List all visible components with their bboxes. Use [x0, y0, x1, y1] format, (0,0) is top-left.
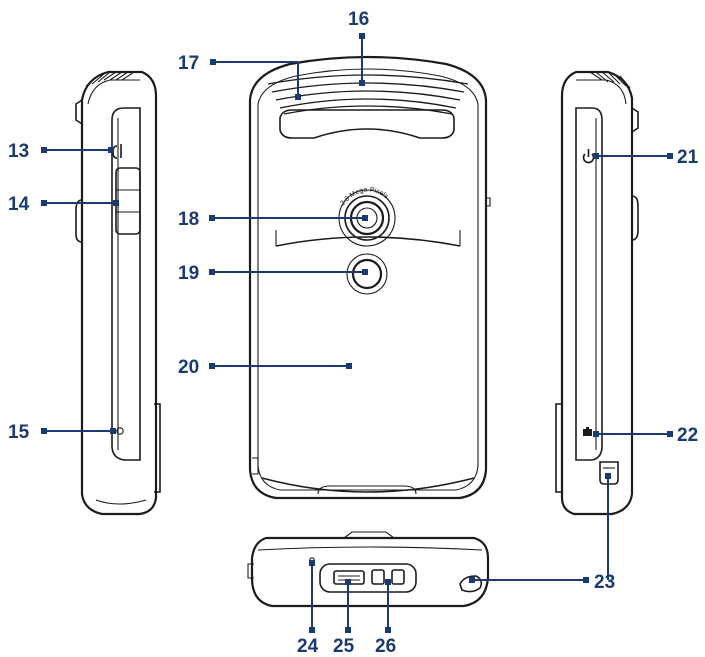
callout-20: 20 [178, 357, 199, 378]
bottom-view [247, 531, 490, 608]
callout-22: 22 [677, 425, 698, 446]
callout-14: 14 [8, 194, 30, 215]
callout-16: 16 [348, 9, 369, 30]
callout-numbers: 13 14 15 16 17 18 19 20 21 22 23 24 25 2… [8, 9, 699, 657]
callout-23: 23 [594, 572, 615, 593]
camera-button-icon [583, 427, 592, 436]
leader-lines [41, 33, 673, 633]
callout-25: 25 [333, 636, 355, 657]
callout-17: 17 [178, 53, 199, 74]
callout-24: 24 [297, 636, 319, 657]
callout-26: 26 [375, 636, 396, 657]
left-side-view [75, 70, 161, 516]
callout-21: 21 [677, 147, 699, 168]
callout-19: 19 [178, 263, 199, 284]
stylus-top [599, 461, 619, 485]
back-view: 2.0 Mega Pixels [248, 55, 491, 500]
callout-13: 13 [8, 141, 29, 162]
stylus-slot [459, 575, 483, 593]
right-side-view [555, 70, 639, 516]
callout-15: 15 [8, 422, 30, 443]
callout-18: 18 [178, 209, 199, 230]
microphone-hole [116, 427, 124, 435]
